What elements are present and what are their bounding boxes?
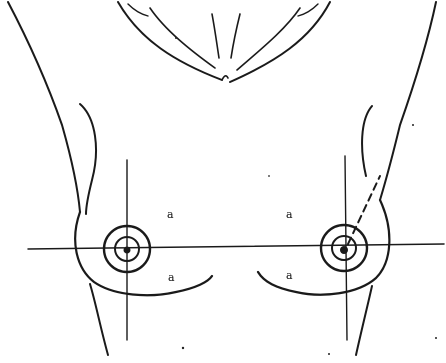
left-breast-contour [75, 212, 212, 295]
right-breast-contour [258, 200, 389, 295]
label-lower-left: a [168, 271, 175, 284]
left-lower-torso [90, 284, 108, 355]
torso-left-outline [8, 2, 80, 212]
right-nipple-areola [321, 225, 367, 271]
right-arm-crease [362, 106, 372, 176]
horizontal-reference-line [28, 244, 444, 249]
left-arm-crease [80, 104, 96, 214]
label-lower-right: a [286, 269, 293, 282]
dashed-axillary-line [348, 176, 380, 244]
neckline [118, 2, 330, 82]
right-lower-torso [356, 286, 372, 355]
label-upper-right: a [286, 208, 293, 221]
torso-right-outline [380, 2, 436, 200]
label-upper-left: a [167, 208, 174, 221]
scan-specks [175, 37, 437, 355]
